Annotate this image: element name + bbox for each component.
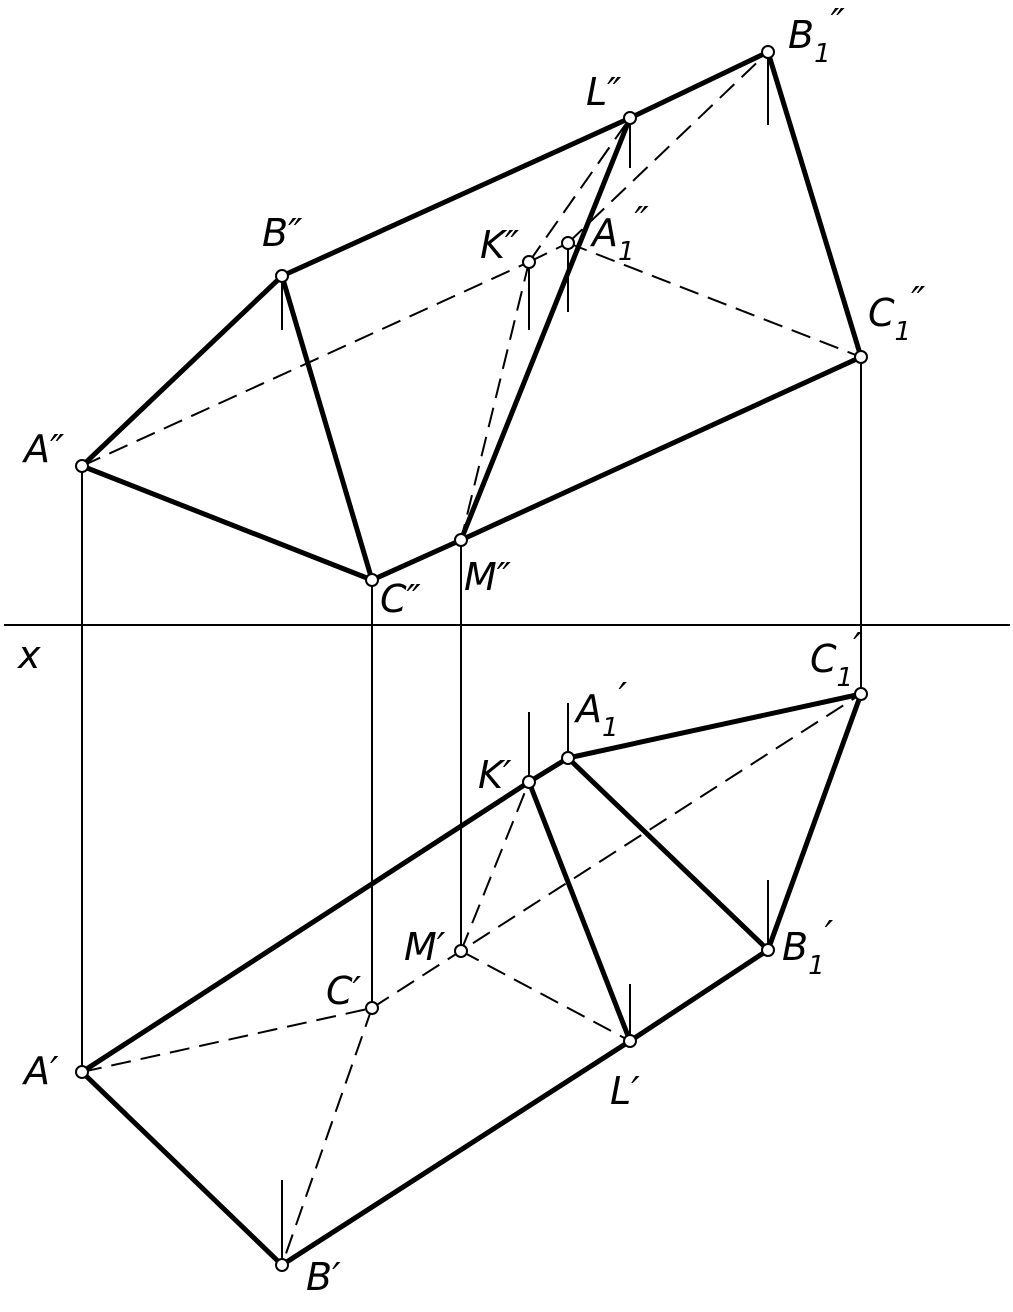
label-a-top: A′ [21,1049,59,1093]
label-b-front: B″ [262,211,302,255]
point-m-front [454,533,468,547]
label-a1-top: A1′ [573,675,628,743]
point-k-front [522,255,536,269]
label-k-front: K″ [480,223,519,267]
point-b1-top [761,943,775,957]
label-m-front: M″ [464,555,511,599]
point-a-top [75,1065,89,1079]
front-view-visible-edges [79,49,864,583]
point-c1-front [854,350,868,364]
top-view-hidden-edges [81,693,862,1266]
label-b-top: B′ [306,1255,341,1299]
label-m-top: M′ [404,925,446,969]
label-c-top: C′ [326,969,362,1013]
point-a-front [75,459,89,473]
label-l-front: L″ [586,70,621,114]
point-c-top [365,1001,379,1015]
point-a1-top [561,751,575,765]
point-c1-top [854,687,868,701]
point-m-top [454,944,468,958]
point-b-top [275,1258,289,1272]
front-view-vertices [75,45,868,587]
top-view-vertices [75,687,868,1272]
label-c-front: C″ [380,577,421,621]
front-view-hidden-edges [81,51,862,541]
label-c1-top: C1′ [810,625,862,693]
label-a1-front: A1″ [589,199,649,267]
point-b-front [275,269,289,283]
label-l-top: L′ [610,1069,640,1113]
point-l-front [623,111,637,125]
label-b1-front: B1″ [788,1,845,69]
label-a-front: A″ [21,427,64,471]
point-l-top [623,1034,637,1048]
point-k-top [522,775,536,789]
point-c-front [365,573,379,587]
axis-x-label: x [17,633,41,677]
label-b1-top: B1′ [782,913,834,981]
point-b1-front [761,45,775,59]
label-c1-front: C1″ [868,279,925,347]
label-k-top: K′ [478,753,512,797]
top-view-visible-edges [79,691,864,1268]
point-a1-front [561,236,575,250]
